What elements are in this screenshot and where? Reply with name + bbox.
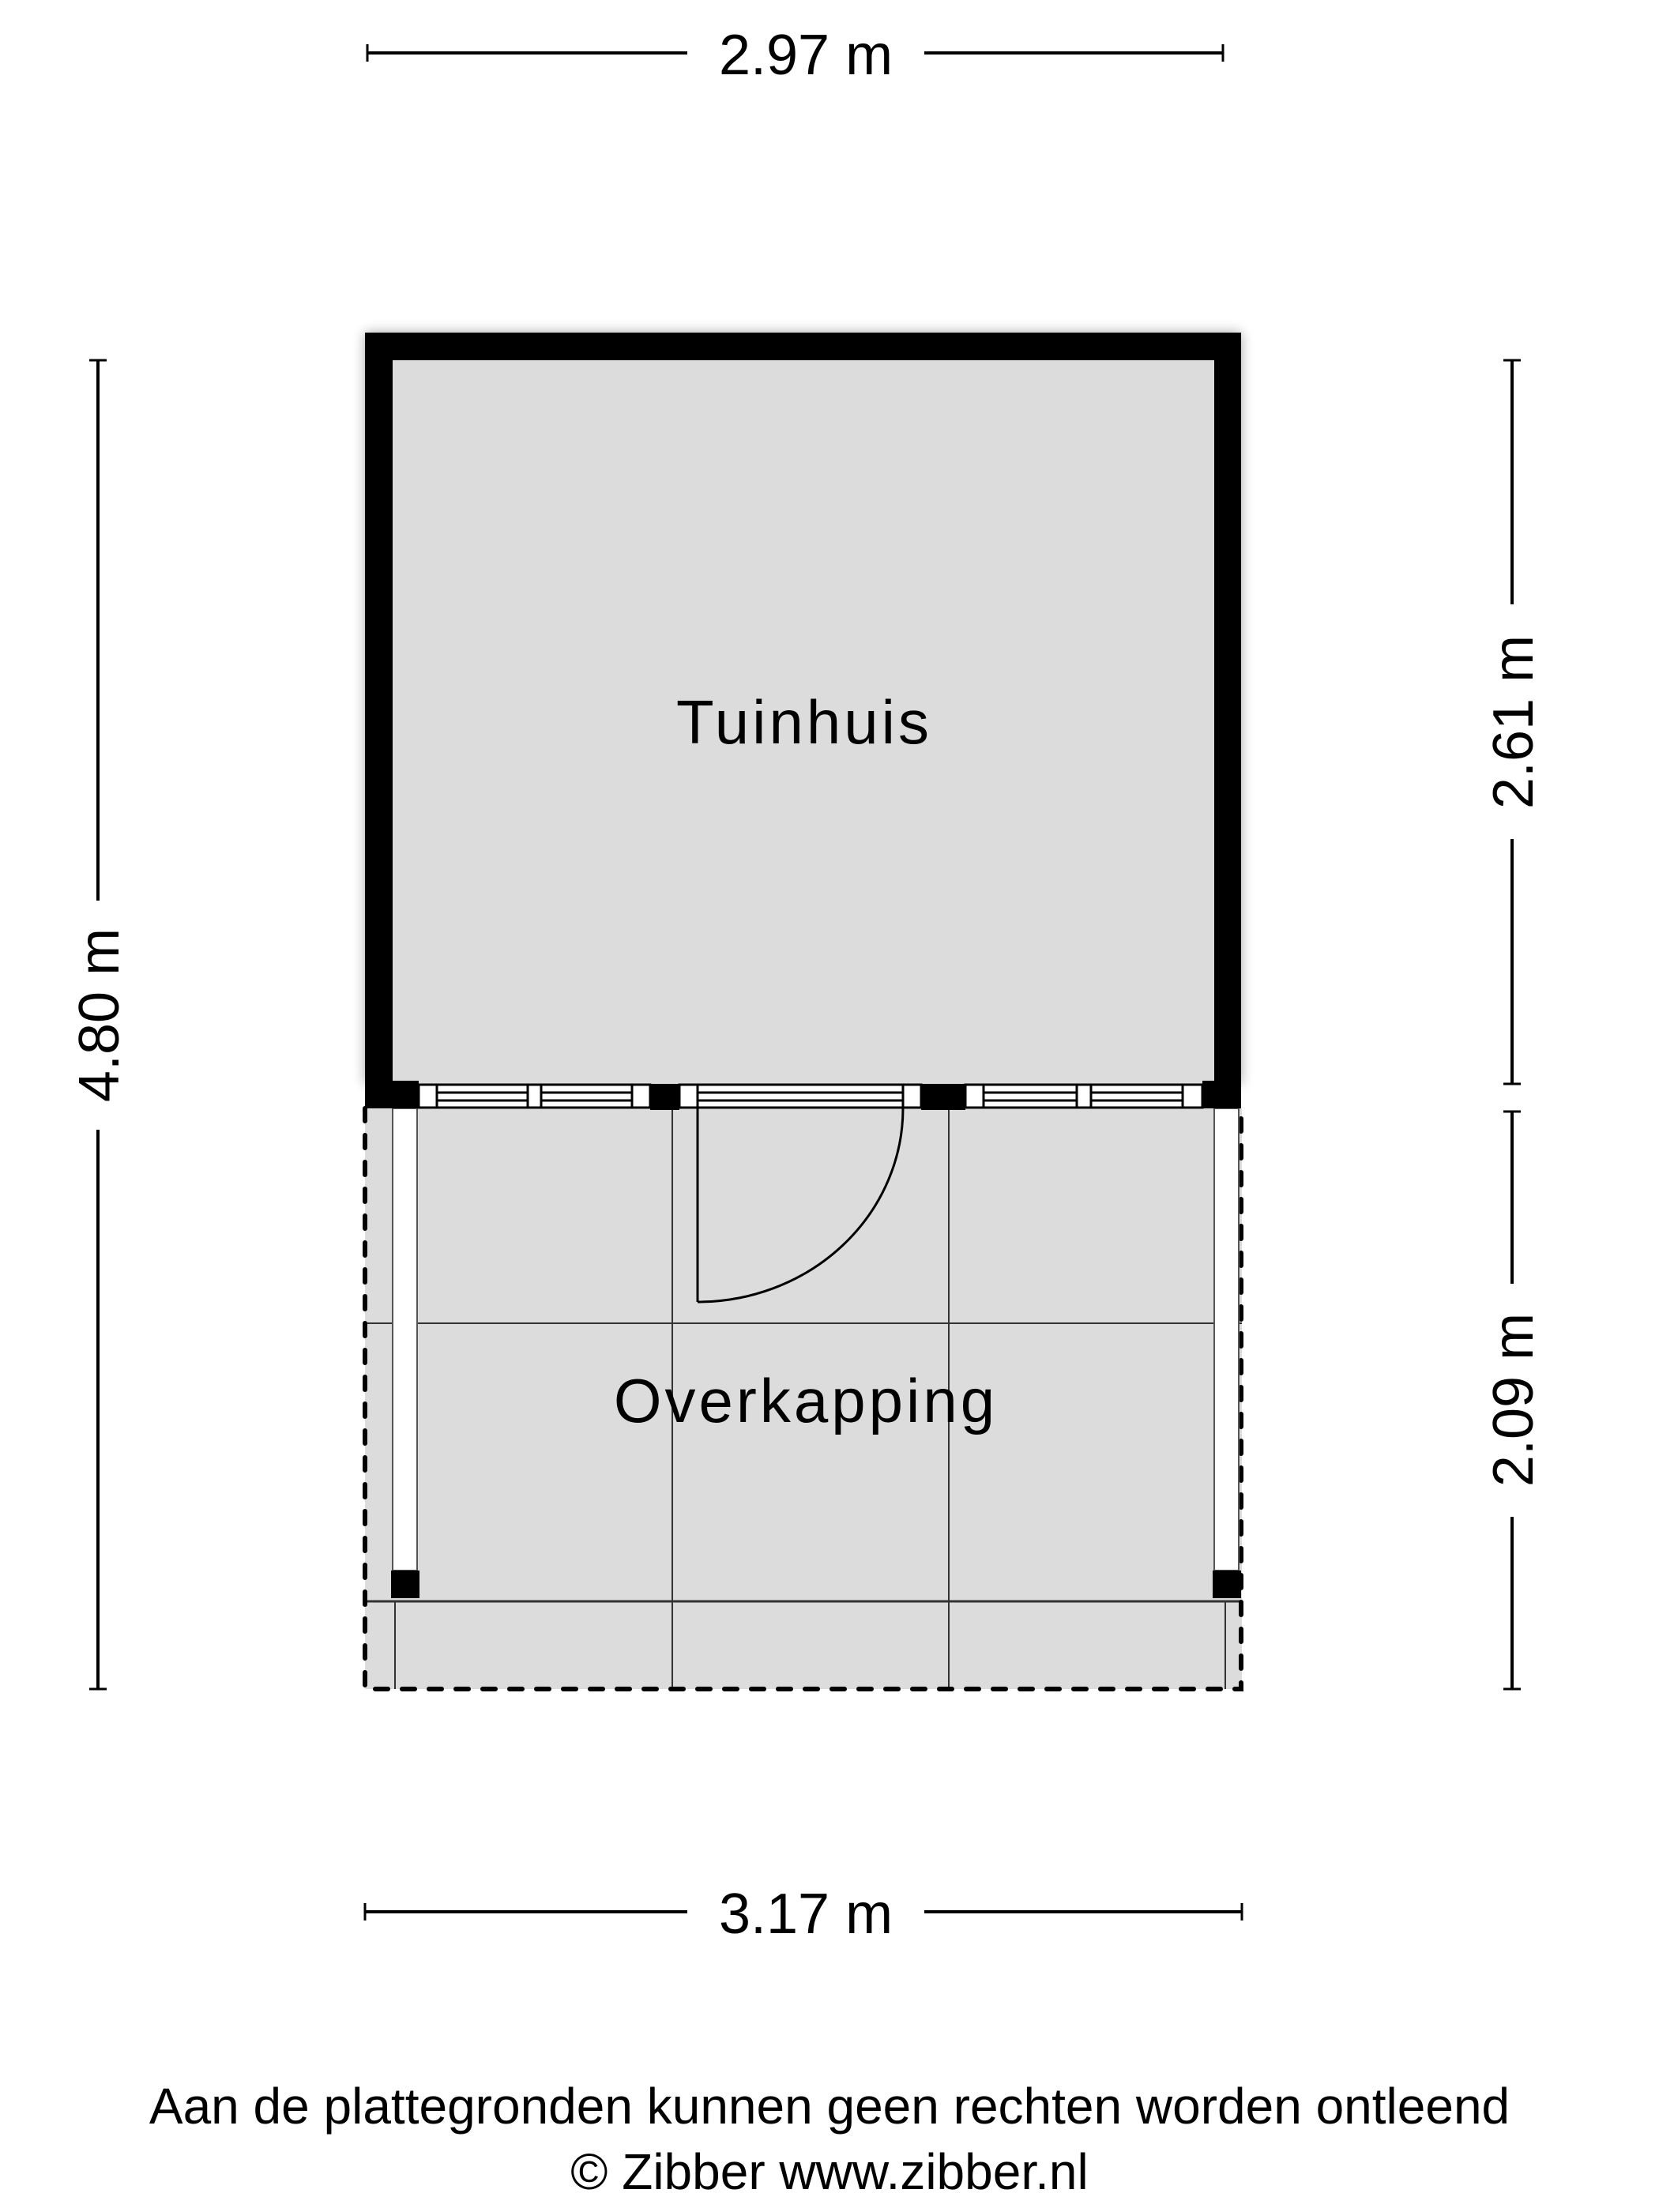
door-frame	[678, 1083, 923, 1109]
post-left	[392, 1108, 418, 1571]
pillar-left	[650, 1084, 679, 1110]
dimension-right-lower-label: 2.09 m	[1482, 1313, 1545, 1487]
dimension-bottom-label: 3.17 m	[719, 1883, 893, 1946]
window-right	[964, 1083, 1204, 1109]
wall-corner-right	[1202, 1081, 1241, 1108]
dimension-left: 4.80 m	[68, 359, 131, 1691]
wall-corner-left	[365, 1081, 419, 1108]
room-tuinhuis	[365, 333, 1241, 1084]
dimension-right-lower: 2.09 m	[1482, 1110, 1545, 1691]
front-wall	[365, 1081, 1241, 1110]
footer-copyright: © Zibber www.zibber.nl	[570, 2143, 1089, 2200]
post-right	[1213, 1108, 1240, 1571]
dimension-top: 2.97 m	[366, 24, 1224, 87]
pillar-right	[921, 1084, 965, 1110]
post-base-left	[391, 1571, 419, 1598]
footer-disclaimer: Aan de plattegronden kunnen geen rechten…	[149, 2078, 1510, 2135]
room-label-tuinhuis: Tuinhuis	[676, 687, 932, 757]
dimension-right-upper-label: 2.61 m	[1482, 635, 1545, 809]
room-overkapping: Overkapping	[363, 1106, 1243, 1691]
window-left	[417, 1083, 652, 1109]
overkapping-outline	[363, 1106, 1243, 1691]
dimension-top-label: 2.97 m	[719, 24, 893, 87]
dimension-left-label: 4.80 m	[68, 928, 131, 1102]
post-base-right	[1213, 1571, 1241, 1598]
door-swing-icon	[696, 1108, 905, 1304]
room-label-overkapping: Overkapping	[614, 1366, 998, 1435]
dimension-right-upper: 2.61 m	[1482, 359, 1545, 1085]
dimension-bottom: 3.17 m	[363, 1883, 1243, 1946]
